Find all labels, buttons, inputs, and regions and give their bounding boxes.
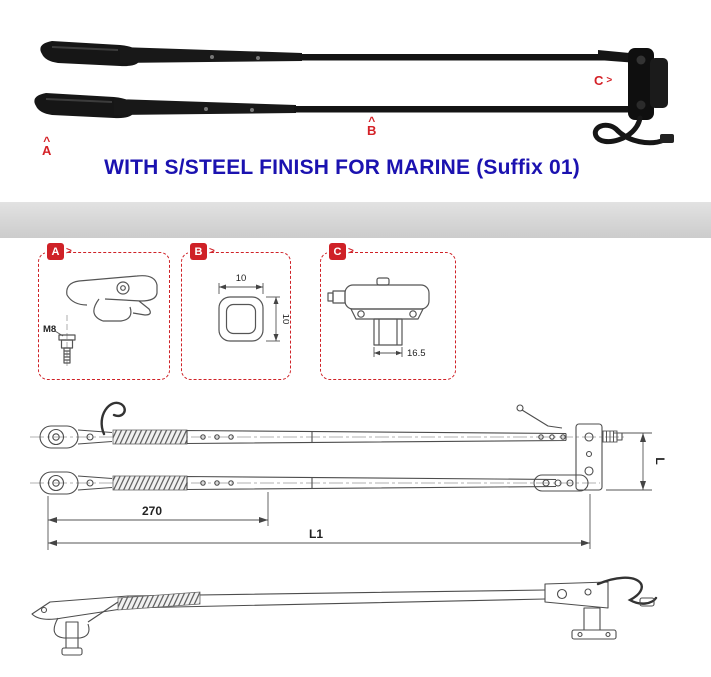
lower-wiper-arm	[34, 93, 652, 119]
pivot-bracket	[628, 48, 668, 120]
label-a-text: A	[42, 143, 52, 158]
dim-m8-label: M8	[43, 324, 56, 335]
dim-10-side-label: 10	[280, 314, 289, 325]
detail-tag-b: B >	[190, 243, 215, 260]
pivot-head-detail-drawing: M8	[43, 275, 158, 369]
washer-hose	[592, 115, 674, 146]
divider-band	[0, 202, 711, 238]
label-c-text: C	[594, 73, 604, 88]
label-b-text: B	[367, 123, 377, 138]
caret-up-icon: ^	[368, 114, 376, 128]
page-title: WITH S/STEEL FINISH FOR MARINE (Suffix 0…	[104, 156, 580, 179]
detail-box-a: A > M8	[38, 243, 170, 380]
pivot-plate-and-stud	[575, 423, 623, 491]
dim-270-label: 270	[142, 504, 162, 518]
photo-label-b: ^ B	[367, 114, 377, 138]
dim-10-top-label: 10	[236, 273, 247, 284]
tag-letter-a: A	[47, 243, 64, 260]
side-view-technical-drawing	[31, 576, 658, 656]
detail-box-b: B > 10 10	[181, 243, 291, 380]
caret-right-icon: >	[348, 246, 354, 257]
caret-right-icon: >	[606, 75, 613, 86]
upper-arm-top-view	[30, 401, 624, 449]
lower-arm-top-view	[30, 471, 600, 495]
detail-tag-a: A >	[47, 243, 72, 260]
dimension-annotations: 270 L1 L	[47, 432, 667, 550]
tube-cross-section-drawing: 10 10	[218, 273, 289, 342]
spindle-detail-drawing: 16.5	[327, 277, 430, 359]
tag-letter-c: C	[329, 243, 346, 260]
tag-letter-b: B	[190, 243, 207, 260]
photo-label-a: ^ A	[42, 134, 52, 158]
wiper-arms-photo	[34, 41, 674, 146]
caret-right-icon: >	[209, 246, 215, 257]
dim-l1-label: L1	[309, 527, 323, 541]
dim-l-label: L	[653, 457, 667, 464]
detail-tag-c: C >	[329, 243, 354, 260]
detail-box-c: C > 16.5	[320, 243, 456, 380]
caret-right-icon: >	[66, 246, 72, 257]
photo-label-c: C >	[594, 73, 613, 88]
caret-up-icon: ^	[43, 134, 51, 148]
top-view-technical-drawing: 270 L1 L	[30, 401, 667, 550]
side-view-arm	[31, 576, 658, 656]
upper-wiper-arm	[40, 41, 650, 67]
dim-16-5-label: 16.5	[407, 348, 426, 359]
